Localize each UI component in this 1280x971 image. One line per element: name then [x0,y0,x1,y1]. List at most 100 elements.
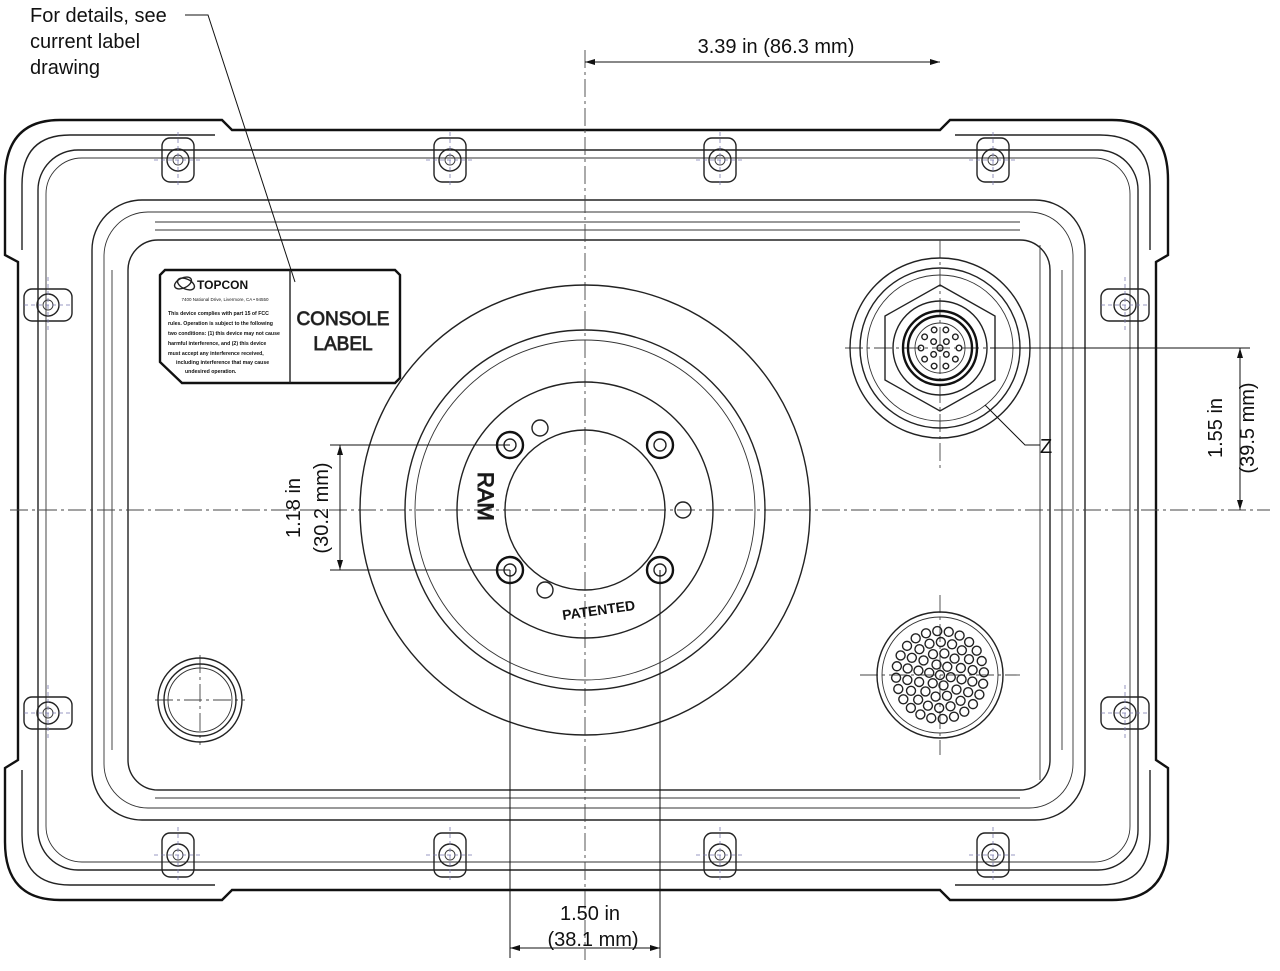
pin [902,674,913,686]
dim-left-in: 1.18 in [283,478,305,538]
dimension-top: 3.39 in (86.3 mm) [585,36,940,65]
patented-text: PATENTED [561,597,636,623]
torx-screw-icon [969,827,1017,883]
pin [913,665,924,676]
pin [927,648,939,660]
pin [934,669,946,681]
pin [945,671,956,683]
pin [955,695,966,707]
pin [956,645,968,656]
label-fcc-line: This device complies with part 15 of FCC [168,311,269,317]
pin [917,344,925,352]
callout-line-2: current label [30,31,140,53]
pin [920,686,931,697]
pin [971,645,982,656]
pin [930,326,938,334]
pin [902,663,913,674]
pin [924,638,935,649]
pin [976,655,987,667]
pin [930,691,941,702]
pin [930,338,938,346]
dimension-right: 1.55 in (39.5 mm) [990,347,1259,510]
pin [898,694,909,705]
label-fcc-line: including interference that may cause [176,360,269,366]
dim-left-mm: (30.2 mm) [311,462,333,553]
label-callout: For details, see current label drawing [30,5,296,283]
torx-screw-icon [154,827,202,883]
torx-screw-icon [696,132,744,188]
circular-connector-top: Z [849,257,1052,458]
pin [906,652,918,663]
pin [930,362,938,370]
torx-screw-icon [1100,685,1150,741]
pin [967,676,978,687]
dim-bottom-mm: (38.1 mm) [547,929,638,951]
label-fcc-line: two conditions: (1) this device may not … [168,331,280,337]
pin [935,636,947,648]
pin [942,661,953,672]
torx-screw-icon [969,132,1017,188]
dim-right-mm: (39.5 mm) [1237,382,1259,473]
pin [951,355,959,363]
pin [978,667,990,678]
pin [951,333,959,341]
dim-bottom-in: 1.50 in [560,903,620,925]
pin [890,672,902,683]
torx-screw-icon [426,827,474,883]
pin [939,648,950,659]
pin [949,653,960,664]
pin [895,650,906,661]
pin [915,709,926,720]
label-fcc-line: must accept any interference received, [168,351,264,357]
centerlines [10,50,1270,960]
pin [936,344,944,352]
pin [948,711,960,722]
pin [938,680,949,691]
pin [943,626,954,638]
pin [912,694,924,705]
torx-screw-icon [154,132,202,188]
pin [933,702,945,714]
torx-screw-icon [426,132,474,188]
pin [926,712,937,724]
pin [967,698,979,710]
vent-plug [157,657,243,743]
pin [942,350,950,358]
pin [959,706,970,717]
pin [974,689,985,700]
pin [942,362,950,370]
screws [23,132,1150,883]
pin [945,701,956,712]
torx-screw-icon [1100,277,1150,333]
pin [946,639,958,650]
pin [901,640,913,652]
pin [942,338,950,346]
pin [954,630,965,641]
pin [920,628,932,639]
label-address: 7400 National Drive, Livermore, CA • 945… [181,297,269,302]
pin [924,667,935,679]
pin [910,633,921,644]
pin [891,661,903,672]
pin [914,643,925,655]
connector-tag: Z [1040,436,1052,458]
pin [956,674,967,685]
pin [931,659,942,670]
pin [922,700,934,711]
dimension-left: 1.18 in (30.2 mm) [283,444,510,571]
pin [905,702,917,714]
pin [927,678,938,689]
callout-line-1: For details, see [30,5,167,27]
pin [921,355,929,363]
torx-screw-icon [696,827,744,883]
pin [955,662,967,674]
pin [930,350,938,358]
pin [942,326,950,334]
pin [893,683,904,695]
pin [967,664,978,676]
pin [962,687,974,698]
pin [941,690,953,702]
torx-screw-icon [23,277,73,333]
dim-right-in: 1.55 in [1205,398,1227,458]
